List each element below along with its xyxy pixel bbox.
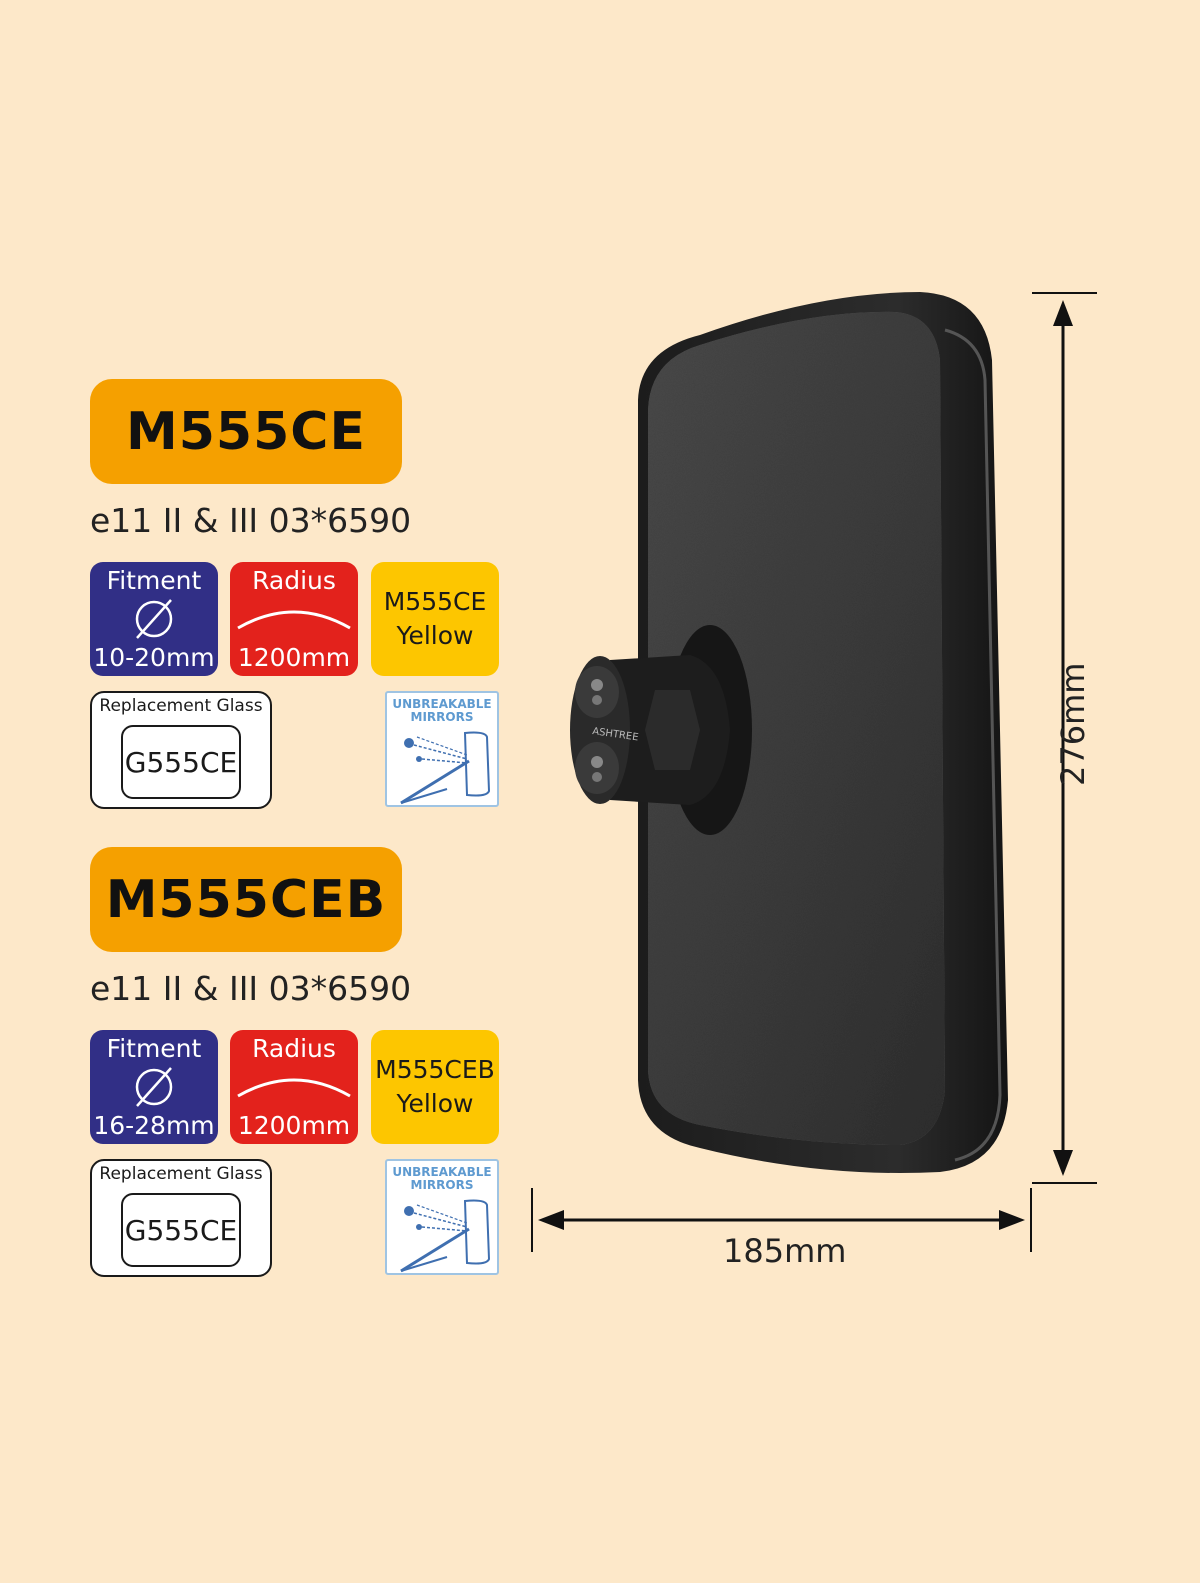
unbreakable-line2: MIRRORS xyxy=(410,710,474,724)
replacement-glass-code: G555CE xyxy=(121,1193,241,1267)
replacement-glass-label: Replacement Glass xyxy=(99,696,263,716)
radius-value: 1200mm xyxy=(237,1111,351,1140)
bolt-icon xyxy=(592,772,602,782)
replacement-glass-label: Replacement Glass xyxy=(99,1164,263,1184)
mount-hex xyxy=(645,690,700,770)
fitment-value: 10-20mm xyxy=(93,643,215,672)
bolt-icon xyxy=(591,756,603,768)
product-code-banner: M555CE xyxy=(90,379,402,484)
product-code-banner: M555CEB xyxy=(90,847,402,952)
arrow-up-icon xyxy=(1053,300,1073,326)
mirror-back-shell xyxy=(648,311,945,1145)
bolt-icon xyxy=(592,695,602,705)
unbreakable-line1: UNBREAKABLE xyxy=(392,1165,492,1179)
bolt-icon xyxy=(591,679,603,691)
rim-highlight xyxy=(944,328,1002,1162)
radius-badge: Radius 1200mm xyxy=(230,1030,358,1144)
unbreakable-line1: UNBREAKABLE xyxy=(392,697,492,711)
fitment-label: Fitment xyxy=(106,1034,202,1063)
fitment-badge: Fitment 10-20mm xyxy=(90,562,218,676)
curve-icon xyxy=(237,1078,351,1098)
approval-number: e11 II & III 03*6590 xyxy=(90,969,412,1008)
width-label: 185mm xyxy=(723,1232,847,1270)
height-label: 276mm xyxy=(1054,662,1092,786)
radius-label: Radius xyxy=(252,1034,336,1063)
height-dimension xyxy=(1032,292,1097,1184)
radius-label: Radius xyxy=(252,566,336,595)
impact-mirror-icon xyxy=(400,731,491,805)
color-badge-color: Yellow xyxy=(396,1089,474,1118)
arrow-down-icon xyxy=(1053,1150,1073,1176)
color-badge-code: M555CE xyxy=(383,587,487,616)
diameter-icon xyxy=(135,1067,173,1107)
width-dimension xyxy=(531,1188,1032,1252)
replacement-glass-box: Replacement Glass G555CE xyxy=(90,691,272,809)
fitment-badge: Fitment 16-28mm xyxy=(90,1030,218,1144)
diameter-icon xyxy=(135,599,173,639)
radius-badge: Radius 1200mm xyxy=(230,562,358,676)
color-badge: M555CEB Yellow xyxy=(371,1030,499,1144)
impact-mirror-icon xyxy=(400,1199,491,1273)
color-badge: M555CE Yellow xyxy=(371,562,499,676)
color-badge-code: M555CEB xyxy=(375,1055,495,1084)
replacement-glass-code: G555CE xyxy=(121,725,241,799)
replacement-glass-box: Replacement Glass G555CE xyxy=(90,1159,272,1277)
curve-icon xyxy=(237,610,351,630)
fitment-value: 16-28mm xyxy=(93,1111,215,1140)
arrow-right-icon xyxy=(999,1210,1025,1230)
unbreakable-line2: MIRRORS xyxy=(410,1178,474,1192)
fitment-label: Fitment xyxy=(106,566,202,595)
arrow-left-icon xyxy=(538,1210,564,1230)
clamp-upper xyxy=(575,666,619,718)
approval-number: e11 II & III 03*6590 xyxy=(90,501,412,540)
radius-value: 1200mm xyxy=(237,643,351,672)
color-badge-color: Yellow xyxy=(396,621,474,650)
